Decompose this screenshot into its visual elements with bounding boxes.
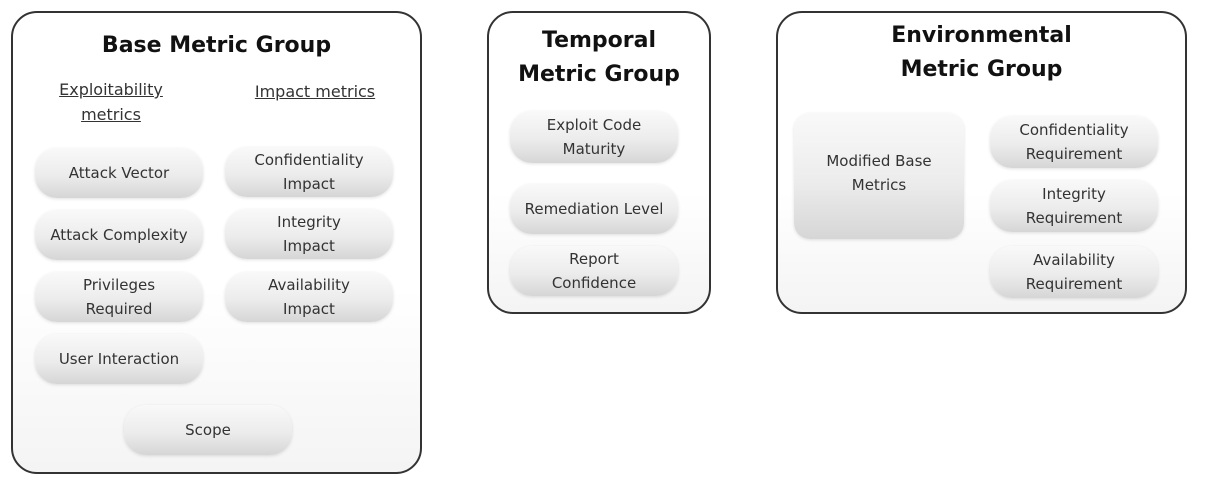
metric-modified-base-metrics: Modified Base Metrics: [794, 113, 964, 239]
metric-label: Modified Base Metrics: [826, 152, 932, 194]
metric-label: Integrity Impact: [277, 213, 341, 255]
temporal-group-title: Temporal Metric Group: [518, 28, 680, 87]
metric-label: Confidentiality Impact: [254, 151, 364, 193]
metric-privileges-required: Privileges Required: [35, 272, 203, 322]
metric-label: User Interaction: [58, 350, 180, 368]
metric-label: Scope: [185, 421, 231, 439]
metric-exploit-code-maturity: Exploit Code Maturity: [510, 111, 678, 163]
base-group-title: Base Metric Group: [101, 33, 332, 58]
metric-attack-complexity: Attack Complexity: [35, 210, 203, 260]
environmental-metric-group: Environmental Metric Group Modified Base…: [776, 11, 1187, 314]
metric-integrity-requirement: Integrity Requirement: [990, 180, 1158, 232]
exploitability-metrics-header: Exploitability metrics: [59, 80, 163, 124]
metric-label: Attack Vector: [68, 164, 170, 182]
temporal-metric-group: Temporal Metric Group Exploit Code Matur…: [487, 11, 711, 314]
metric-label: Attack Complexity: [50, 226, 188, 244]
metric-confidentiality-impact: Confidentiality Impact: [225, 147, 393, 197]
metric-attack-vector: Attack Vector: [35, 148, 203, 198]
metric-availability-requirement: Availability Requirement: [990, 246, 1158, 298]
metric-label: Availability Impact: [268, 276, 350, 318]
metric-confidentiality-requirement: Confidentiality Requirement: [990, 116, 1158, 168]
metric-remediation-level: Remediation Level: [510, 184, 678, 234]
metric-label: Integrity Requirement: [1025, 185, 1123, 227]
metric-user-interaction: User Interaction: [35, 334, 203, 384]
metric-integrity-impact: Integrity Impact: [225, 209, 393, 259]
environmental-group-title: Environmental Metric Group: [891, 23, 1072, 82]
metric-scope: Scope: [124, 405, 292, 455]
metric-label: Availability Requirement: [1025, 251, 1123, 293]
metric-label: Privileges Required: [82, 276, 156, 318]
metric-availability-impact: Availability Impact: [225, 272, 393, 322]
metric-label: Remediation Level: [524, 200, 664, 218]
metric-label: Confidentiality Requirement: [1019, 121, 1129, 163]
metric-label: Exploit Code Maturity: [546, 116, 642, 158]
metric-report-confidence: Report Confidence: [510, 246, 678, 296]
base-metric-group: Base Metric Group Exploitability metrics…: [11, 11, 422, 474]
metric-label: Report Confidence: [551, 250, 637, 292]
impact-metrics-header: Impact metrics: [254, 82, 376, 101]
